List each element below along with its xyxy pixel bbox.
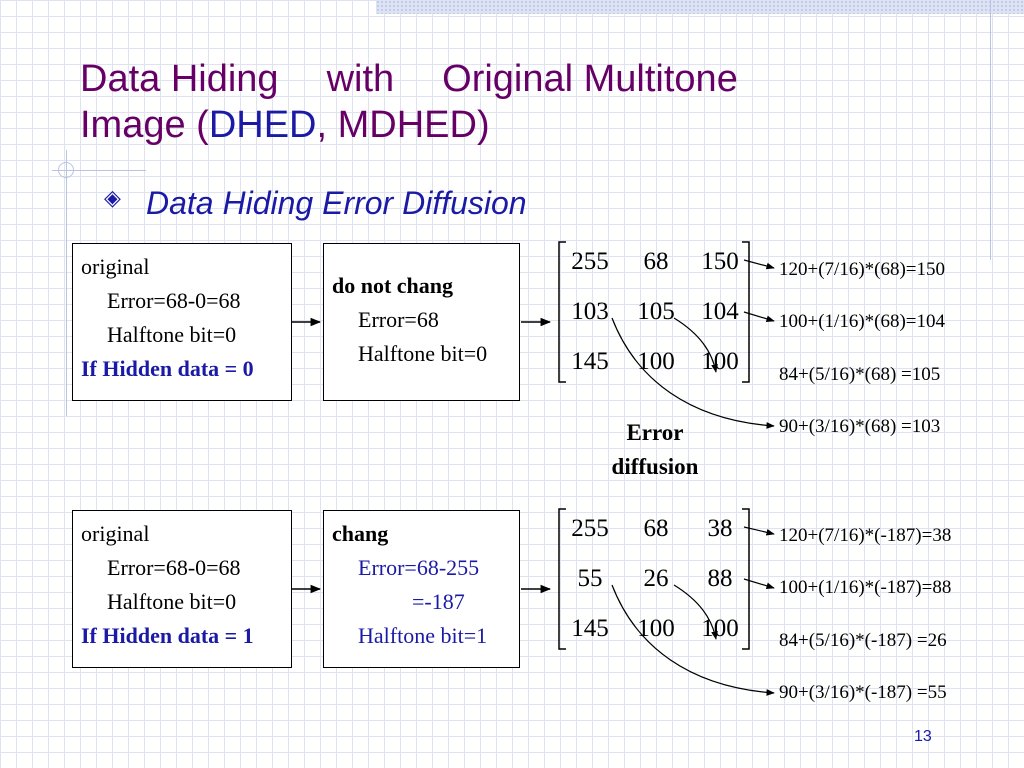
- row2-matrix-cell: 255: [571, 515, 609, 542]
- row2-equation: 84+(5/16)*(-187) =26: [779, 630, 947, 651]
- row1-equation: 84+(5/16)*(68) =105: [779, 364, 940, 385]
- row2-matrix: 255 68 38 55 26 88 145 100 100: [558, 508, 750, 650]
- row1-matrix-cell: 145: [571, 348, 609, 375]
- row2-matrix-cell: 100: [701, 615, 739, 642]
- row1-matrix-right-bracket: [742, 241, 750, 383]
- diamond-bullet-icon: ◈: [104, 186, 121, 211]
- row2-mid-line-1: chang: [332, 521, 389, 546]
- row1-diffusion-arrow-1: [743, 259, 775, 270]
- row1-matrix-cell: 255: [571, 248, 609, 275]
- row1-equation: 100+(1/16)*(68)=104: [779, 311, 946, 332]
- row1-matrix-cell: 150: [701, 248, 739, 275]
- error-diffusion-label-line-1: Error: [626, 420, 683, 445]
- row2-equation: 100+(1/16)*(-187)=88: [779, 577, 951, 598]
- row1-left-line-2: Error=68-0=68: [107, 288, 241, 313]
- row2-matrix-cell: 100: [637, 615, 675, 642]
- row2-diffusion-arrow-1: [743, 526, 775, 536]
- row1-matrix-cell: 100: [637, 348, 675, 375]
- row2-matrix-cell: 26: [644, 565, 669, 592]
- title-part-2: with: [326, 58, 395, 100]
- row2-diffusion-arrow-2: [743, 578, 775, 590]
- row2-matrix-cell: 55: [578, 565, 603, 592]
- row1-left-box: original Error=68-0=68 Halftone bit=0 If…: [72, 243, 292, 401]
- row2-mid-line-3: =-187: [412, 589, 465, 614]
- row1-left-line-1: original: [81, 254, 150, 279]
- row2-equation: 90+(3/16)*(-187) =55: [779, 682, 947, 703]
- title-part-1: Data Hiding: [80, 58, 279, 100]
- decor-circle: [58, 162, 74, 178]
- row2-matrix-cell: 88: [708, 565, 733, 592]
- row2-mid-line-2: Error=68-255: [358, 555, 480, 580]
- row2-left-line-1: original: [81, 521, 150, 546]
- title-line2-prefix: Image (: [80, 104, 209, 146]
- decor-horizontal-line: [52, 170, 146, 171]
- top-decor-bar: [376, 0, 1024, 14]
- row1-matrix-cell: 68: [644, 248, 669, 275]
- decor-vertical-line-left: [66, 150, 67, 416]
- row1-diffusion-arrow-4: [611, 317, 775, 429]
- row1-equation: 120+(7/16)*(68)=150: [779, 259, 945, 280]
- row1-mid-line-2: Error=68: [358, 307, 439, 332]
- row2-matrix-cell: 145: [571, 615, 609, 642]
- row2-mid-line-4: Halftone bit=1: [358, 623, 488, 648]
- row1-diffusion-arrow-3: [673, 317, 718, 373]
- row2-equation: 120+(7/16)*(-187)=38: [779, 525, 951, 546]
- error-diffusion-label-line-2: diffusion: [612, 454, 699, 479]
- row2-left-box: original Error=68-0=68 Halftone bit=0 If…: [72, 510, 292, 668]
- row1-left-line-4: If Hidden data = 0: [81, 356, 254, 381]
- row2-diffusion-arrow-4: [611, 584, 775, 696]
- row1-matrix: 255 68 150 103 105 104 145 100 100: [558, 241, 750, 383]
- row1-mid-line-3: Halftone bit=0: [358, 341, 488, 366]
- row2-mid-box: chang Error=68-255 =-187 Halftone bit=1: [323, 510, 520, 668]
- row1-mid-line-1: do not chang: [332, 273, 454, 298]
- row1-left-line-3: Halftone bit=0: [107, 322, 237, 347]
- row2-matrix-cell: 68: [644, 515, 669, 542]
- row2-matrix-cell: 38: [708, 515, 733, 542]
- row2-left-line-2: Error=68-0=68: [107, 555, 241, 580]
- row1-matrix-cell: 104: [701, 298, 739, 325]
- row1-mid-box: do not chang Error=68 Halftone bit=0: [323, 243, 520, 401]
- slide-title: Data Hiding with Original Multitone Image …: [80, 56, 738, 148]
- title-line2-rest: , MDHED): [316, 104, 490, 146]
- title-dhed: DHED: [208, 104, 317, 146]
- row2-matrix-left-bracket: [558, 508, 566, 650]
- row1-equation: 90+(3/16)*(68) =103: [779, 416, 940, 437]
- row2-matrix-right-bracket: [742, 508, 750, 650]
- decor-vertical-line-right: [990, 0, 991, 260]
- row2-diffusion-arrow-3: [673, 584, 718, 640]
- row1-matrix-cell: 103: [571, 298, 609, 325]
- row2-left-line-4: If Hidden data = 1: [81, 623, 254, 648]
- page-number: 13: [914, 728, 932, 745]
- row1-matrix-left-bracket: [558, 241, 566, 383]
- title-part-3: Original Multitone: [442, 58, 738, 100]
- subtitle: Data Hiding Error Diffusion: [146, 185, 527, 221]
- row2-left-line-3: Halftone bit=0: [107, 589, 237, 614]
- row1-matrix-cell: 100: [701, 348, 739, 375]
- row1-matrix-cell: 105: [637, 298, 675, 325]
- row1-diffusion-arrow-2: [743, 311, 775, 323]
